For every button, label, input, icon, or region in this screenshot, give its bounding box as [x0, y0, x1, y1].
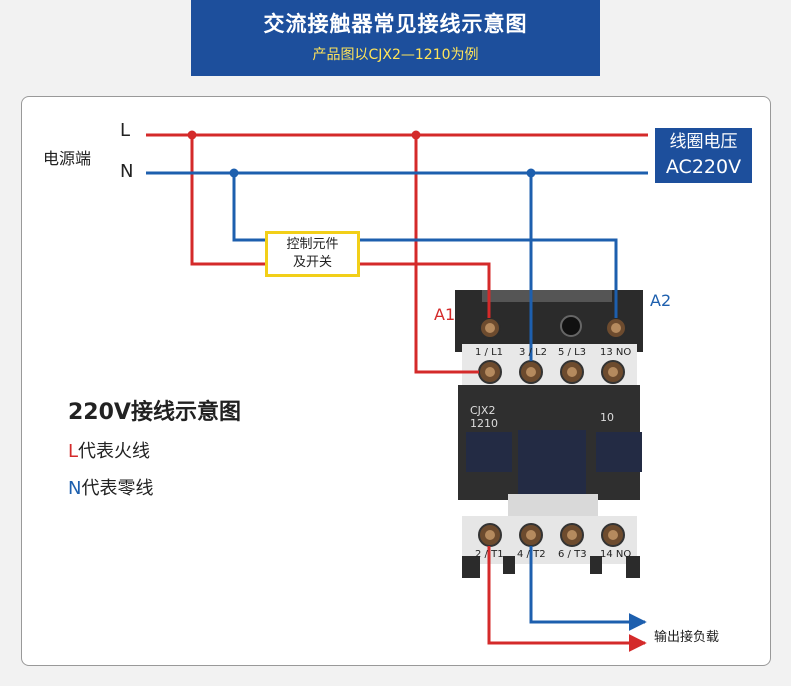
coil-voltage-value: AC220V: [665, 156, 742, 178]
power-source-label: 电源端: [43, 149, 92, 168]
banner-title: 交流接触器常见接线示意图: [263, 12, 528, 36]
coil-voltage-box: 线圈电压 AC220V: [655, 128, 752, 183]
title-banner: 交流接触器常见接线示意图 产品图以CJX2—1210为例: [191, 0, 600, 76]
legend-neutral-text: 代表零线: [81, 478, 154, 499]
terminal-label-t1: 2 / T1: [475, 549, 504, 560]
terminal-t3: [560, 523, 584, 547]
terminal-label-l3: 5 / L3: [558, 347, 587, 358]
line-l-label: L: [120, 120, 131, 141]
terminal-14no: [601, 523, 625, 547]
model-variant: 10: [600, 411, 614, 424]
legend-live: L代表火线: [68, 437, 150, 463]
terminal-t1: [478, 523, 502, 547]
terminal-l1: [478, 360, 502, 384]
terminal-label-14no: 14 NO: [600, 549, 632, 560]
terminal-13no: [601, 360, 625, 384]
terminal-label-t3: 6 / T3: [558, 549, 587, 560]
legend-live-letter: L: [68, 441, 79, 462]
terminal-label-13no: 13 NO: [600, 347, 632, 358]
a2-label: A2: [650, 291, 672, 310]
terminal-label-l2: 3 / L2: [519, 347, 548, 358]
coil-terminal-a2: [605, 317, 627, 339]
coil-voltage-title: 线圈电压: [669, 132, 738, 152]
adjust-knob: [560, 315, 582, 337]
diagram-panel: [21, 96, 771, 666]
terminal-l2: [519, 360, 543, 384]
model-plate: CJX2 1210: [470, 404, 498, 430]
a1-label: A1: [434, 305, 456, 324]
output-load-label: 输出接负载: [654, 630, 720, 645]
model-name: CJX2: [470, 404, 496, 417]
legend-neutral: N代表零线: [68, 474, 153, 500]
legend-neutral-letter: N: [68, 478, 82, 499]
line-n-label: N: [120, 161, 134, 182]
terminal-label-t2: 4 / T2: [517, 549, 546, 560]
terminal-t2: [519, 523, 543, 547]
control-line2: 及开关: [292, 255, 332, 270]
live-wires: [146, 133, 648, 652]
control-line1: 控制元件: [286, 237, 339, 252]
legend-title: 220V接线示意图: [68, 400, 241, 425]
control-switch-box: 控制元件 及开关: [265, 231, 360, 277]
legend-live-text: 代表火线: [78, 441, 151, 462]
terminal-label-l1: 1 / L1: [475, 347, 504, 358]
terminal-l3: [560, 360, 584, 384]
junction-dots: [187, 130, 536, 178]
model-number: 1210: [470, 417, 498, 430]
coil-terminal-a1: [479, 317, 501, 339]
banner-subtitle: 产品图以CJX2—1210为例: [312, 47, 479, 63]
